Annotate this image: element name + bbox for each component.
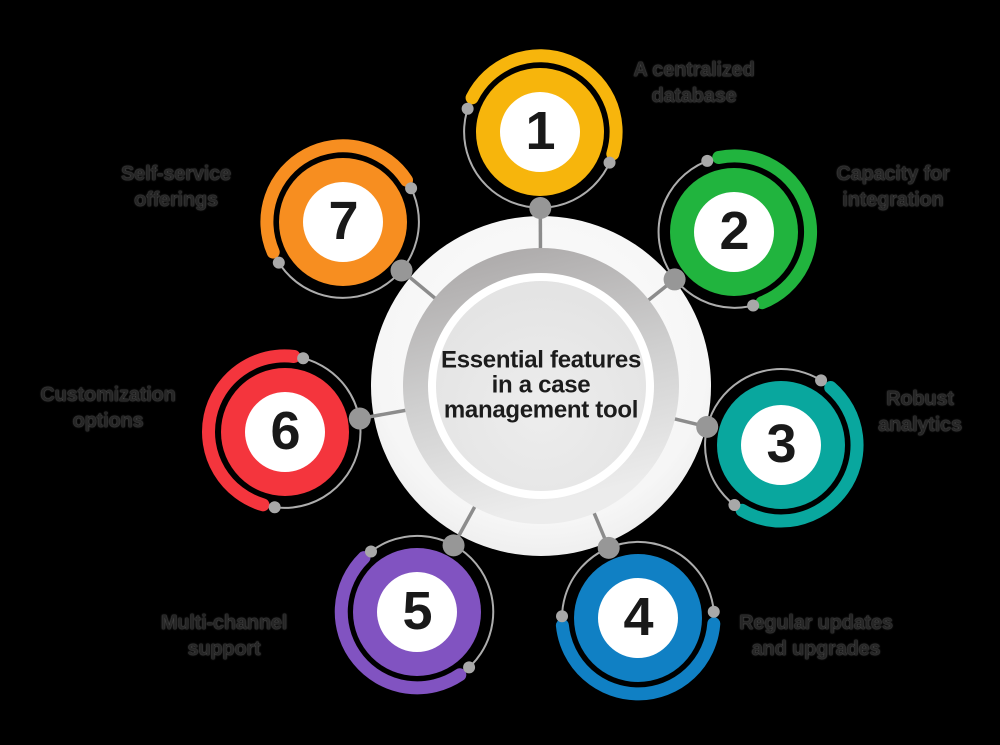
junction-dot — [365, 545, 378, 558]
center-title: Essential features in a case management … — [391, 348, 691, 423]
node-disc-2: 2 — [670, 168, 798, 296]
node-ring-arc — [465, 49, 623, 161]
node-inner-circle: 7 — [303, 182, 383, 262]
node-number: 2 — [719, 201, 749, 261]
node-thin-arc — [272, 179, 420, 299]
node-disc-6: 6 — [221, 368, 349, 496]
node-label-5: Multi-channel support — [94, 610, 354, 662]
node-label-6: Customization options — [0, 382, 238, 434]
node-inner-circle: 6 — [245, 392, 325, 472]
node-inner-circle: 5 — [377, 572, 457, 652]
node-number: 1 — [525, 101, 555, 161]
node-ring-arc — [334, 551, 467, 695]
node-inner-circle: 2 — [694, 192, 774, 272]
hub-inner-circle — [436, 281, 646, 491]
center-title-line: Essential features — [440, 346, 642, 374]
junction-dot — [728, 499, 741, 512]
node-number: 4 — [623, 587, 653, 647]
connector-dot — [529, 196, 552, 219]
node-label-3: Robust analytics — [790, 386, 1000, 438]
junction-dot — [556, 610, 569, 623]
node-thin-arc — [657, 156, 763, 309]
junction-dot — [405, 182, 418, 195]
junction-dot — [297, 352, 310, 365]
node-disc-1: 1 — [476, 68, 604, 196]
junction-dot — [747, 299, 760, 312]
node-number: 7 — [328, 191, 358, 251]
junction-dot — [707, 605, 720, 618]
node-label-line: offerings — [134, 189, 218, 211]
node-number: 6 — [270, 401, 300, 461]
node-ring-arc — [555, 617, 721, 701]
connector-dot — [390, 259, 413, 282]
center-title-line: in a case — [491, 371, 591, 399]
node-label-line: Capacity for — [836, 163, 950, 185]
node-inner-circle: 3 — [741, 405, 821, 485]
node-label-line: integration — [842, 189, 944, 211]
node-label-line: Robust — [886, 388, 954, 410]
node-label-line: database — [651, 85, 737, 107]
node-label-line: Regular updates — [739, 612, 893, 634]
connector-dot — [597, 536, 620, 559]
node-label-line: options — [72, 410, 144, 432]
node-thin-arc — [363, 534, 495, 676]
node-label-line: support — [187, 638, 261, 660]
connector-dot — [663, 268, 686, 291]
junction-dot — [463, 661, 476, 674]
node-thin-arc — [561, 540, 716, 626]
node-label-line: and upgrades — [751, 638, 881, 660]
node-label-line: A centralized — [633, 59, 755, 81]
node-ring-arc — [712, 149, 818, 310]
node-thin-arc — [704, 368, 832, 512]
junction-dot — [815, 374, 828, 387]
node-label-4: Regular updates and upgrades — [686, 610, 946, 662]
node-disc-5: 5 — [353, 548, 481, 676]
node-thin-arc — [262, 355, 362, 509]
node-ring-arc — [735, 381, 864, 528]
node-inner-circle: 1 — [500, 92, 580, 172]
node-label-line: analytics — [878, 414, 962, 436]
junction-dot — [603, 156, 616, 169]
node-number: 5 — [402, 581, 432, 641]
node-ring-arc — [202, 349, 301, 512]
connector-dot — [696, 415, 719, 438]
connector-dot — [442, 534, 465, 557]
junction-dot — [461, 102, 474, 115]
node-label-1: A centralized database — [564, 57, 824, 109]
center-title-line: management tool — [443, 396, 639, 424]
node-label-line: Self-service — [121, 163, 231, 185]
node-thin-arc — [463, 97, 614, 209]
node-ring-arc — [260, 139, 413, 259]
junction-dot — [268, 501, 281, 514]
node-label-line: Customization — [40, 384, 176, 406]
node-label-line: Multi-channel — [160, 612, 288, 634]
node-number: 3 — [766, 414, 796, 474]
node-disc-3: 3 — [717, 381, 845, 509]
node-disc-4: 4 — [574, 554, 702, 682]
junction-dot — [272, 256, 285, 269]
node-label-7: Self-service offerings — [46, 161, 306, 213]
node-inner-circle: 4 — [598, 578, 678, 658]
node-label-2: Capacity for integration — [763, 161, 1000, 213]
junction-dot — [701, 154, 714, 167]
node-disc-7: 7 — [279, 158, 407, 286]
connector-dot — [348, 407, 371, 430]
